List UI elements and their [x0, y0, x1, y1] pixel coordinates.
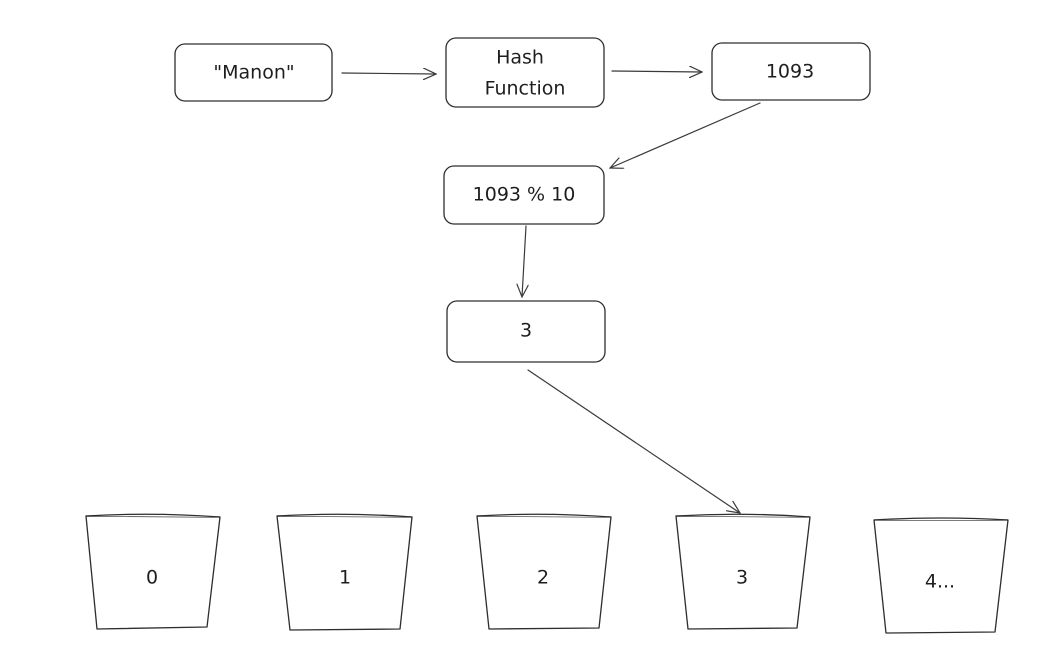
bucket-2: 2	[476, 513, 612, 630]
bucket-0: 0	[85, 513, 221, 630]
bucket-4: 4...	[873, 517, 1009, 634]
bucket-index-label: 3	[520, 320, 532, 342]
hash-function-label-line2: Function	[485, 78, 566, 100]
arrow-hash-to-value	[611, 71, 702, 72]
hash-function-node: Hash Function	[445, 37, 605, 108]
hash-function-label-line1: Hash	[496, 47, 544, 69]
arrow-value-to-modulo	[610, 102, 761, 168]
arrow-input-to-hash	[341, 73, 436, 74]
hash-value-node: 1093	[711, 42, 871, 101]
bucket-0-label: 0	[146, 567, 158, 589]
modulo-node: 1093 % 10	[443, 165, 605, 225]
bucket-4-label: 4...	[925, 571, 955, 593]
bucket-3: 3	[675, 513, 811, 630]
arrow-modulo-to-index	[522, 225, 526, 297]
bucket-3-label: 3	[736, 567, 748, 589]
input-node-label: "Manon"	[213, 62, 294, 84]
bucket-1-label: 1	[339, 567, 351, 589]
input-node: "Manon"	[174, 43, 333, 102]
bucket-index-node: 3	[446, 300, 606, 363]
bucket-2-label: 2	[537, 567, 549, 589]
arrow-index-to-bucket	[527, 369, 740, 513]
modulo-label: 1093 % 10	[473, 184, 576, 206]
bucket-1: 1	[276, 513, 413, 631]
hash-value-label: 1093	[766, 61, 814, 83]
